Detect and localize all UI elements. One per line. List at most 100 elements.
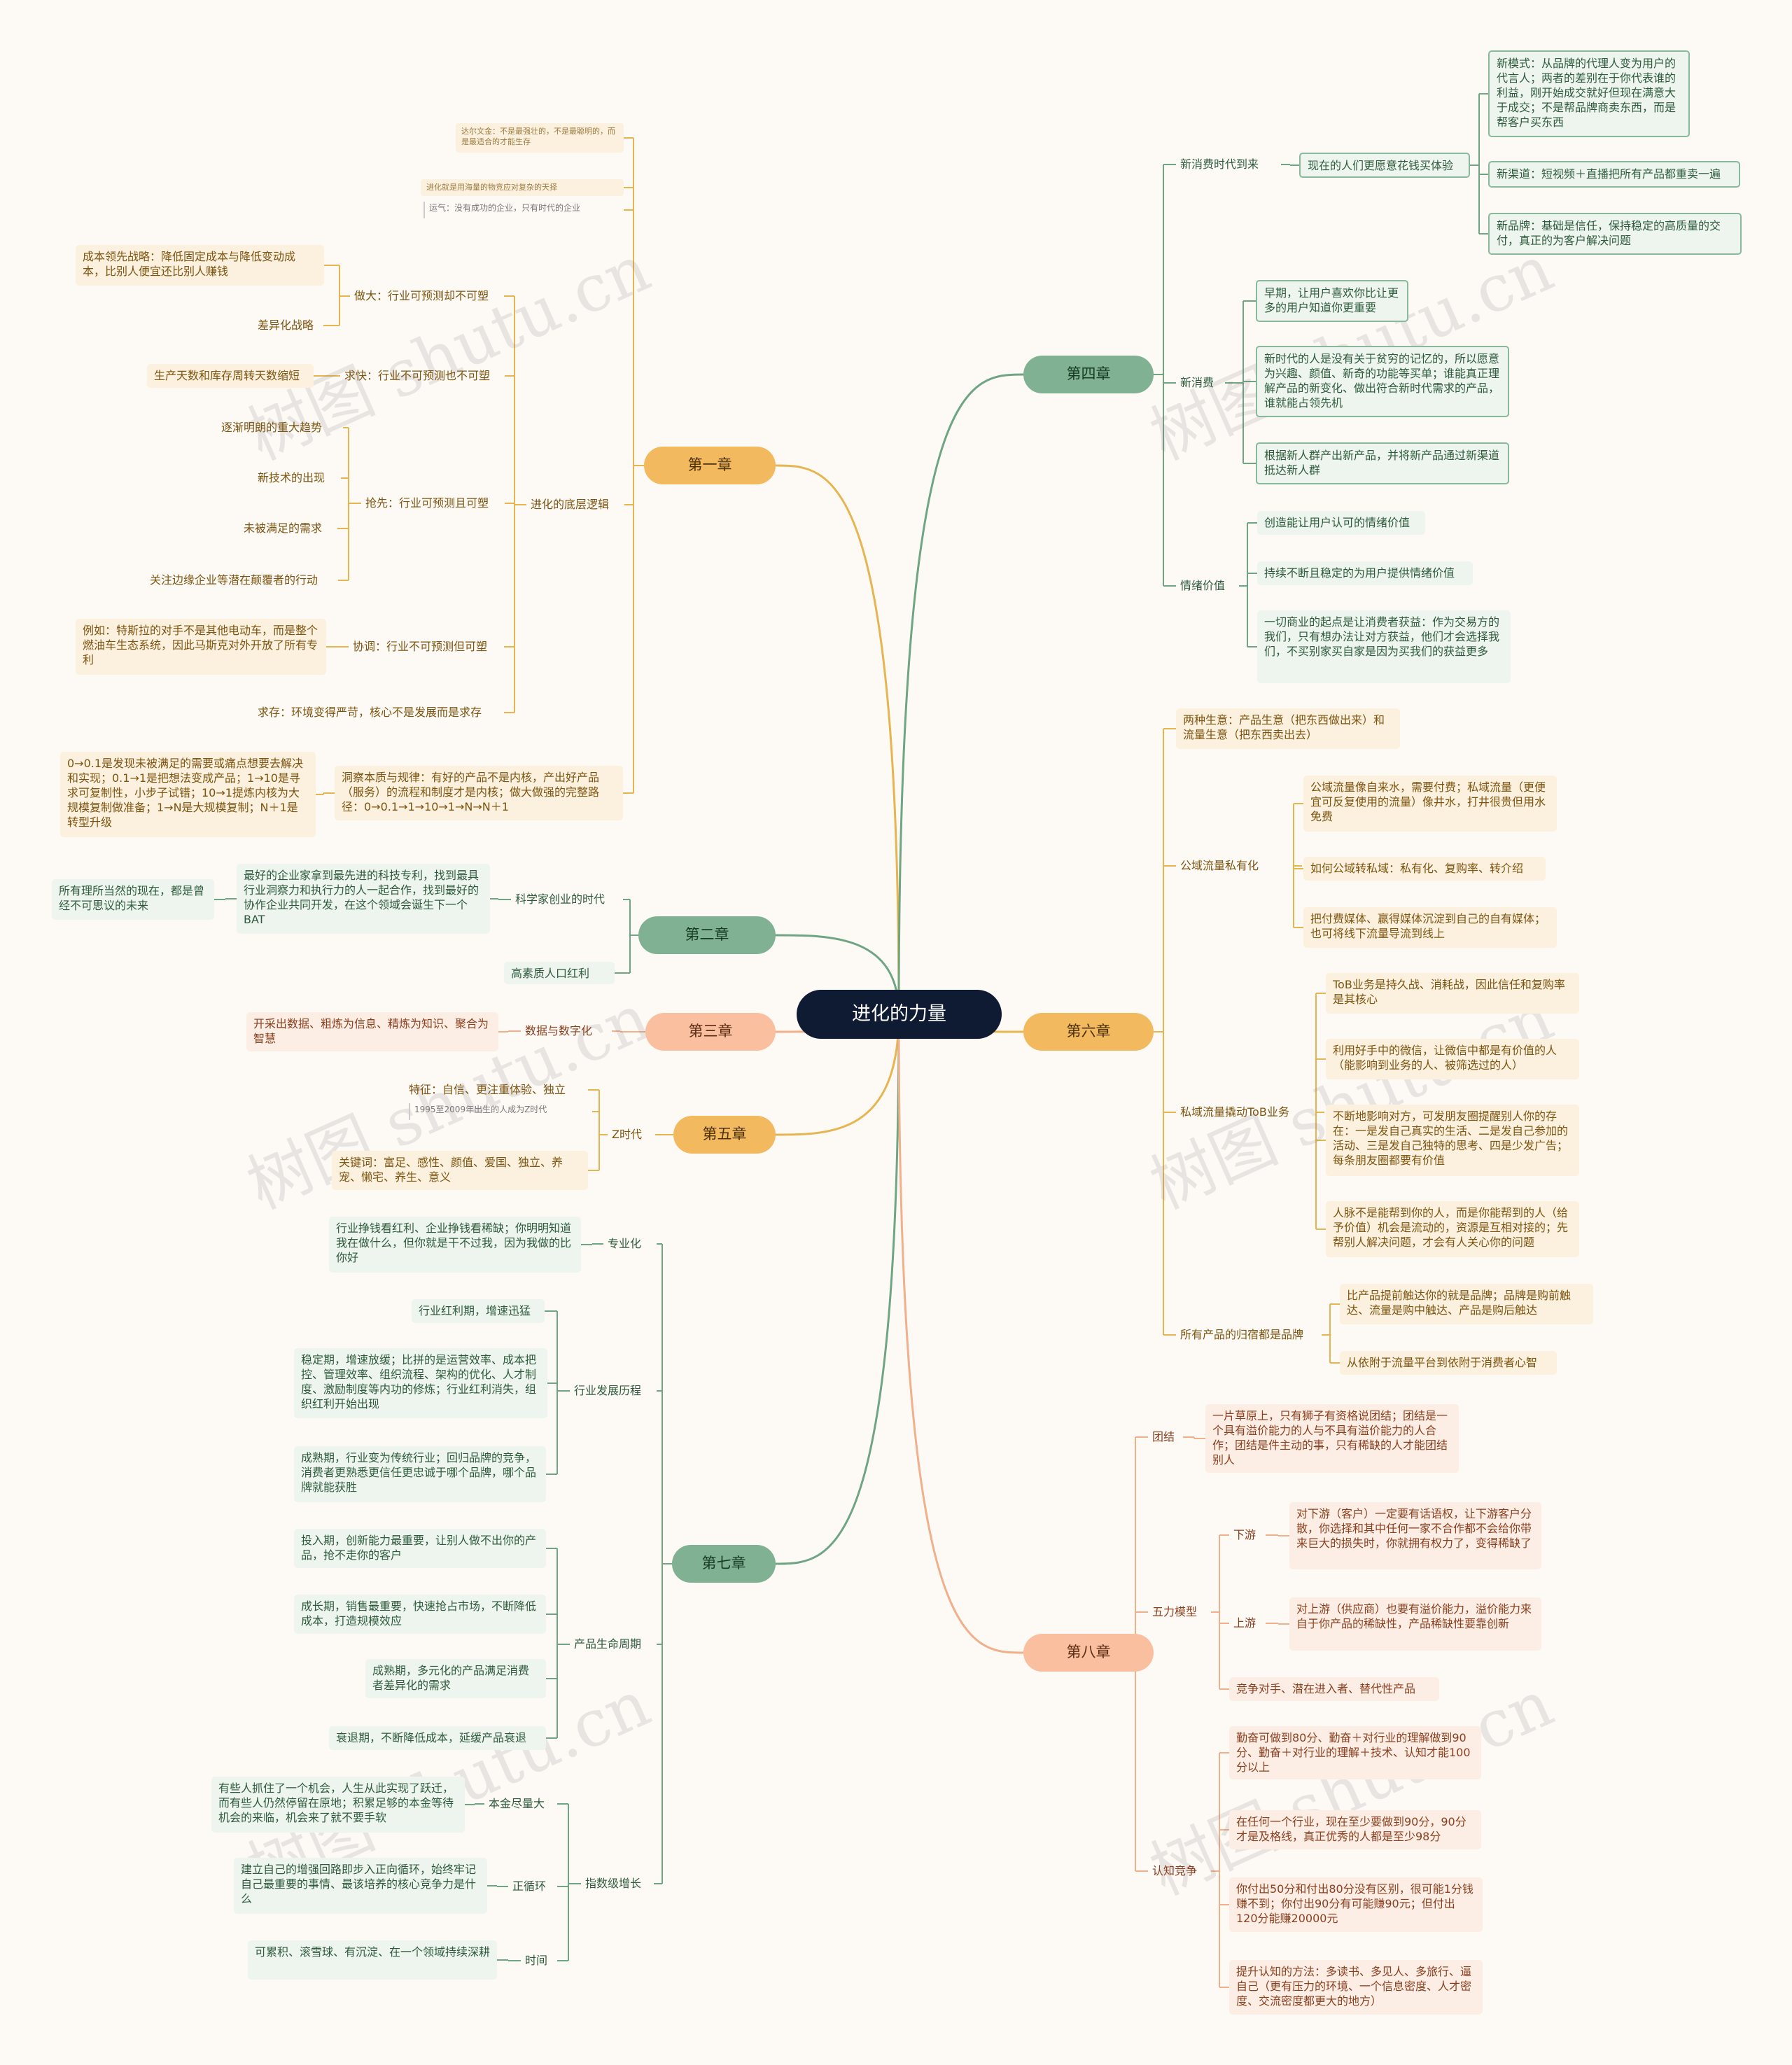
network-value-note: 人脉不是能帮到你的人，而是你能帮到的人（给予价值）机会是流动的，资源是互相对接的… — [1326, 1201, 1579, 1257]
connector-line — [775, 1014, 900, 1136]
upstream-note: 对上游（供应商）也要有溢价能力，溢价能力来自于你产品的稀缺性，产品稀缺性要靠创新 — [1289, 1597, 1541, 1651]
time-note: 可累积、滚雪球、有沉淀、在一个领域持续深耕 — [248, 1940, 497, 1980]
coordinate-topic[interactable]: 协调：行业不可预测但可塑 — [353, 640, 488, 653]
consumer-mind-note: 从依附于流量平台到依附于消费者心智 — [1340, 1351, 1557, 1375]
chapter-3-node[interactable]: 第三章 — [645, 1013, 776, 1051]
public-traffic-note: 公域流量像自来水，需要付费；私域流量（更便宜可反复使用的流量）像井水，打井很贵但… — [1303, 776, 1557, 832]
cost-leadership-note: 成本领先战略：降低固定成本与降低变动成本，比别人便宜还比别人赚钱 — [76, 245, 324, 286]
connector-line — [775, 934, 900, 1015]
chapter-7-node[interactable]: 第七章 — [672, 1545, 776, 1583]
pass-line-note: 在任何一个行业，现在至少要做到90分，90分才是及格线，真正优秀的人都是至少98… — [1229, 1810, 1481, 1849]
score-levels-note: 勤奋可做到80分、勤奋＋对行业的理解做到90分、勤奋＋对行业的理解＋技术、认知才… — [1229, 1726, 1481, 1779]
evolution-logic-topic[interactable]: 进化的底层逻辑 — [531, 498, 610, 511]
capital-topic[interactable]: 本金尽量大 — [489, 1797, 545, 1810]
gen-z-keywords-note: 关键词：富足、感性、颜值、爱国、独立、养宠、懒宅、养生、意义 — [332, 1151, 588, 1190]
luck-note: 运气：没有成功的企业，只有时代的企业 — [424, 202, 626, 218]
connector-line — [775, 1014, 900, 1565]
positive-loop-topic[interactable]: 正循环 — [512, 1879, 547, 1893]
new-model-note: 新模式：从品牌的代理人变为用户的代言人；两者的差别在于你代表谁的利益，刚开始成交… — [1488, 50, 1690, 137]
connector-line — [775, 464, 900, 1015]
specialization-note: 行业挣钱看红利、企业挣钱看稀缺；你明明知道我在做什么，但你就是干不过我，因为我做… — [329, 1217, 581, 1273]
improve-cognition-note: 提升认知的方法：多读书、多见人、多旅行、逼自己（更有压力的环境、一个信息密度、人… — [1229, 1960, 1483, 2015]
chapter-4-node[interactable]: 第四章 — [1023, 356, 1154, 393]
industry-mature-note: 成熟期，行业变为传统行业；回归品牌的竞争，消费者更熟悉更信任更忠诚于哪个品牌，哪… — [294, 1446, 546, 1502]
chapter-6-node[interactable]: 第六章 — [1023, 1013, 1154, 1051]
path-explain-note: 0→0.1是发现未被满足的需要或痛点想要去解决和实现；0.1→1是把想法变成产品… — [60, 752, 316, 837]
data-digital-topic[interactable]: 数据与数字化 — [525, 1024, 593, 1037]
wechat-contacts-note: 利用好手中的微信，让微信中都是有价值的人（能影响到业务的人、被筛选过的人） — [1326, 1039, 1579, 1079]
grow-big-topic[interactable]: 做大：行业可预测却不可塑 — [354, 289, 489, 302]
insight-topic[interactable]: 洞察本质与规律：有好的产品不是内核，产出好产品（服务）的流程和制度才是内核；做大… — [335, 766, 623, 820]
cycle-time-note: 生产天数和库存周转天数缩短 — [147, 364, 314, 388]
emotional-value-topic[interactable]: 情绪价值 — [1180, 579, 1226, 592]
lifecycle-mature-note: 成熟期，多元化的产品满足消费者差异化的需求 — [365, 1659, 546, 1698]
exponential-growth-topic[interactable]: 指数级增长 — [585, 1877, 642, 1890]
industry-history-topic[interactable]: 行业发展历程 — [574, 1384, 642, 1397]
tob-war-note: ToB业务是持久战、消耗战，因此信任和复购率是其核心 — [1326, 973, 1579, 1014]
capital-note: 有些人抓住了一个机会，人生从此实现了跃迁，而有些人仍然停留在原地；积累足够的本金… — [211, 1777, 465, 1833]
gen-z-traits-note: 特征：自信、更注重体验、独立 — [409, 1083, 566, 1096]
tesla-example-note: 例如：特斯拉的对手不是其他电动车，而是整个燃油车生态系统，因此马斯克对外开放了所… — [76, 619, 326, 675]
customer-benefit-note: 一切商业的起点是让消费者获益：作为交易方的我们，只有想办法让对方获益，他们才会选… — [1257, 610, 1511, 683]
experience-spending-node[interactable]: 现在的人们更愿意花钱买体验 — [1299, 153, 1470, 178]
gen-z-birth-note: 1995至2009年出生的人成为Z时代 — [409, 1103, 592, 1120]
downstream-topic[interactable]: 下游 — [1233, 1528, 1256, 1541]
new-tech-note: 新技术的出现 — [258, 471, 326, 484]
specialization-topic[interactable]: 专业化 — [608, 1237, 642, 1250]
effort-return-note: 你付出50分和付出80分没有区别，很可能1分钱赚不到；你付出90分有可能赚90元… — [1229, 1877, 1483, 1932]
positive-loop-note: 建立自己的增强回路即步入正向循环，始终牢记自己最重要的事情、最该培养的核心竞争力… — [234, 1858, 487, 1914]
downstream-note: 对下游（客户）一定要有话语权，让下游客户分散，你选择和其中任何一家不合作都不会给… — [1289, 1502, 1541, 1569]
private-tob-topic[interactable]: 私域流量撬动ToB业务 — [1180, 1105, 1289, 1119]
seek-speed-topic[interactable]: 求快：行业不可预测也不可塑 — [344, 369, 491, 382]
survive-topic[interactable]: 求存：环境变得严苛，核心不是发展而是求存 — [258, 706, 482, 719]
new-consumption-era-topic[interactable]: 新消费时代到来 — [1180, 158, 1259, 171]
root-node[interactable]: 进化的力量 — [797, 990, 1002, 1039]
five-forces-topic[interactable]: 五力模型 — [1152, 1605, 1198, 1618]
create-emotion-note: 创造能让用户认可的情绪价值 — [1257, 511, 1425, 535]
darwin-quote: 达尔文金：不是最强壮的，不是最聪明的，而是最适合的才能生存 — [456, 123, 624, 153]
two-businesses-note: 两种生意：产品生意（把东西做出来）和流量生意（把东西卖出去） — [1176, 708, 1400, 749]
cognitive-competition-topic[interactable]: 认知竞争 — [1152, 1864, 1198, 1877]
competitors-note: 竞争对手、潜在进入者、替代性产品 — [1229, 1677, 1439, 1701]
unmet-need-note: 未被满足的需求 — [244, 522, 323, 535]
moments-posting-note: 不断地影响对方，可发朋友圈提醒别人你的存在：一是发自己真实的生活、二是发自己参加… — [1326, 1105, 1579, 1176]
industry-stable-note: 稳定期，增速放缓；比拼的是运营效率、成本把控、管理效率、组织流程、架构的优化、人… — [294, 1348, 547, 1418]
chapter-2-node[interactable]: 第二章 — [638, 916, 776, 954]
public-to-private-topic[interactable]: 公域流量私有化 — [1180, 859, 1259, 872]
unity-note: 一片草原上，只有狮子有资格说团结；团结是一个具有溢价能力的人与不具有溢价能力的人… — [1205, 1404, 1459, 1473]
connector-line — [897, 373, 1024, 1015]
brand-destiny-topic[interactable]: 所有产品的归宿都是品牌 — [1180, 1328, 1304, 1341]
unity-topic[interactable]: 团结 — [1152, 1430, 1175, 1443]
lifecycle-decline-note: 衰退期，不断降低成本，延缓产品衰退 — [329, 1726, 546, 1750]
conversion-method-note: 如何公域转私域：私有化、复购率、转介绍 — [1303, 857, 1546, 881]
chapter-1-node[interactable]: 第一章 — [644, 447, 776, 484]
upstream-topic[interactable]: 上游 — [1233, 1616, 1256, 1630]
brand-reach-note: 比产品提前触达你的就是品牌；品牌是购前触达、流量是购中触达、产品是购后触达 — [1340, 1284, 1593, 1324]
new-consumer-topic[interactable]: 新消费 — [1180, 376, 1214, 389]
scientist-era-note: 最好的企业家拿到最先进的科技专利，找到最具行业洞察力和执行力的人一起合作，找到最… — [237, 864, 490, 934]
chapter-8-node[interactable]: 第八章 — [1023, 1634, 1154, 1672]
connector-line — [897, 1014, 1024, 1654]
time-topic[interactable]: 时间 — [525, 1954, 548, 1967]
owned-media-note: 把付费媒体、赢得媒体沉淀到自己的自有媒体；也可将线下流量导流到线上 — [1303, 907, 1557, 948]
seize-first-topic[interactable]: 抢先：行业可预测且可塑 — [365, 496, 489, 510]
future-quote-note: 所有理所当然的现在，都是曾经不可思议的未来 — [52, 879, 214, 920]
sustain-emotion-note: 持续不断且稳定的为用户提供情绪价值 — [1257, 561, 1473, 585]
edge-disruptor-note: 关注边缘企业等潜在颠覆者的行动 — [150, 573, 318, 587]
product-lifecycle-topic[interactable]: 产品生命周期 — [574, 1637, 642, 1651]
chapter-5-node[interactable]: 第五章 — [673, 1116, 776, 1154]
gen-z-topic[interactable]: Z时代 — [612, 1128, 642, 1141]
data-wisdom-note: 开采出数据、粗炼为信息、精炼为知识、聚合为智慧 — [246, 1012, 498, 1051]
talent-dividend-topic[interactable]: 高素质人口红利 — [504, 962, 615, 984]
new-crowd-note: 根据新人群产出新产品，并将新产品通过新渠道抵达新人群 — [1256, 442, 1509, 484]
new-channel-note: 新渠道：短视频＋直播把所有产品都重卖一遍 — [1488, 161, 1740, 188]
major-trend-note: 逐渐明朗的重大趋势 — [221, 421, 323, 434]
scientist-era-topic[interactable]: 科学家创业的时代 — [515, 892, 606, 906]
industry-boom-note: 行业红利期，增速迅猛 — [412, 1299, 545, 1323]
lifecycle-intro-note: 投入期，创新能力最重要，让别人做不出你的产品，抢不走你的客户 — [294, 1529, 546, 1568]
lifecycle-growth-note: 成长期，销售最重要，快速抢占市场，不断降低成本，打造规模效应 — [294, 1595, 546, 1634]
early-stage-note: 早期，让用户喜欢你比让更多的用户知道你更重要 — [1256, 280, 1408, 322]
new-brand-note: 新品牌：基础是信任，保持稳定的高质量的交付，真正的为客户解决问题 — [1488, 213, 1742, 255]
